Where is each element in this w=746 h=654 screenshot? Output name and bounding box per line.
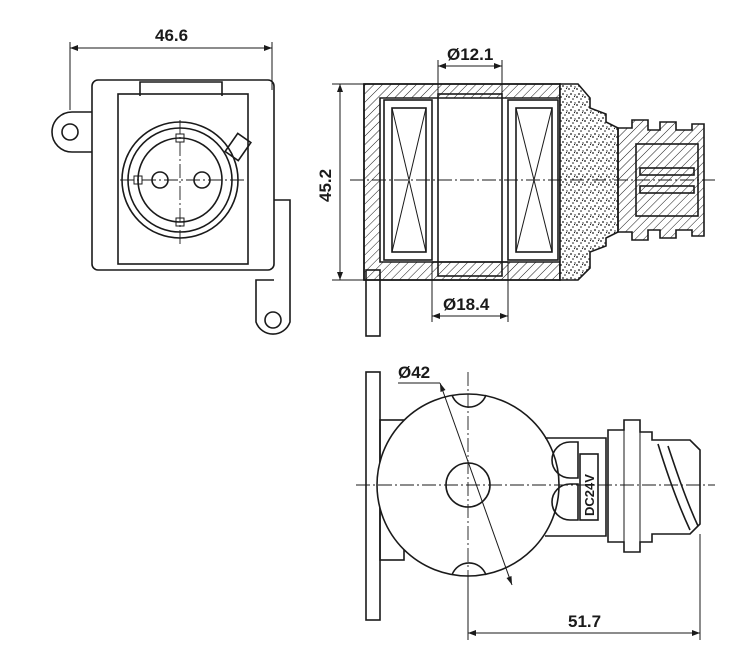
front-view: 46.6	[51, 26, 291, 335]
dimension-front-width: 46.6	[69, 26, 273, 110]
right-mounting-ear	[255, 199, 291, 335]
lead-housing	[545, 437, 607, 537]
bore-diameter-label: Ø12.1	[447, 45, 493, 64]
connector-key-tab	[224, 132, 252, 162]
section-view: 45.2 Ø12.1	[316, 45, 715, 337]
dimension-section-height: 45.2	[316, 83, 368, 281]
lead-clip-bottom	[551, 483, 579, 521]
dimension-coil: Ø18.4	[431, 262, 509, 322]
top-notch	[451, 394, 487, 408]
side-view: DC24V Ø42 51.7	[356, 363, 715, 640]
right-mount-hole	[264, 311, 282, 329]
voltage-stamp-box	[579, 453, 599, 521]
center-bore	[437, 93, 503, 277]
left-mounting-ear	[51, 111, 92, 153]
potting-compound	[559, 83, 619, 281]
terminal-pin-bottom	[639, 185, 695, 194]
dimension-body-diameter: Ø42	[398, 363, 513, 586]
dimension-overall-length: 51.7	[467, 534, 701, 640]
overall-length-label: 51.7	[568, 612, 601, 631]
section-height-label: 45.2	[316, 169, 335, 202]
side-connector	[607, 419, 701, 553]
bottom-notch	[451, 562, 487, 576]
left-mount-hole	[61, 123, 79, 141]
front-width-label: 46.6	[155, 26, 188, 45]
front-inner-frame	[117, 93, 249, 265]
front-body-outline	[91, 79, 275, 271]
terminal-pin-top	[639, 167, 695, 176]
connector-latch	[657, 443, 691, 531]
coil-diameter-label: Ø18.4	[443, 295, 490, 314]
body-diameter-label: Ø42	[398, 363, 430, 382]
front-top-tab	[139, 81, 223, 96]
lead-clip-top	[551, 441, 579, 479]
voltage-stamp: DC24V	[582, 474, 597, 516]
